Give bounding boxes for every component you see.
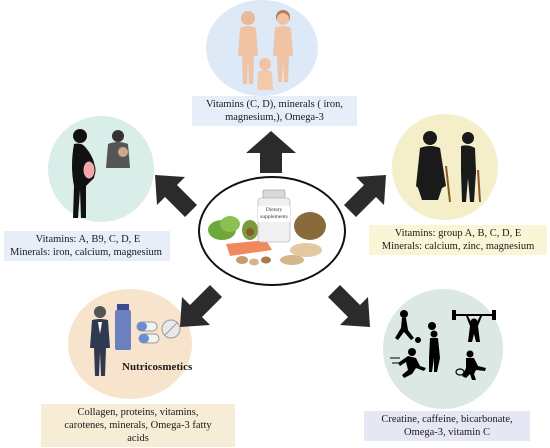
elderly-couple-silhouette <box>416 131 481 203</box>
elderly-label-line-1: Vitamins: group A, B, C, D, E <box>394 228 522 239</box>
family-illustration <box>238 10 293 90</box>
nutricosmetics-title: Nutricosmetics <box>122 361 193 373</box>
supplement-bottle-and-pills <box>115 304 181 350</box>
mother-baby-silhouette <box>106 130 130 168</box>
nutricosmetics-label-line-2: carotenes, minerals, Omega-3 fatty <box>64 420 212 431</box>
nutricosmetics-label: Collagen, proteins, vitamins, carotenes,… <box>41 404 235 447</box>
arrow-up <box>246 131 296 173</box>
dietary-supplements-illustration <box>208 189 326 266</box>
children-label-line-1: Vitamins (C, D), minerals ( iron, <box>205 99 343 110</box>
athletes-circle <box>383 289 503 409</box>
arrow-down-right <box>328 285 370 327</box>
pregnancy-label: Vitamins: A, B9, C, D, E Minerals: iron,… <box>4 231 170 261</box>
bottle-label-line-2: supplements <box>260 213 288 220</box>
nutricosmetics-label-line-1: Collagen, proteins, vitamins, <box>77 407 199 418</box>
pregnancy-circle <box>48 116 154 222</box>
children-label: Vitamins (C, D), minerals ( iron, magnes… <box>192 96 357 126</box>
elderly-circle <box>392 114 498 220</box>
nutricosmetics-label-line-3: acids <box>127 433 149 444</box>
elderly-label: Vitamins: group A, B, C, D, E Minerals: … <box>369 225 547 255</box>
athletes-label-line-2: Omega-3, vitamin C <box>403 427 491 438</box>
bottle-label-line-1: Dietary <box>265 207 283 213</box>
pregnancy-label-line-2: Minerals: iron, calcium, magnesium <box>10 247 162 258</box>
pregnancy-label-line-1: Vitamins: A, B9, C, D, E <box>35 234 141 245</box>
bottle-label: Dietary supplements <box>259 207 289 220</box>
arrow-down-left <box>180 285 222 327</box>
arrow-up-left <box>155 175 197 217</box>
children-label-line-2: magnesium,), Omega-3 <box>225 112 324 123</box>
pregnant-woman-silhouette <box>72 129 96 218</box>
athletes-silhouettes <box>390 310 496 380</box>
athletes-label: Creatine, caffeine, bicarbonate, Omega-3… <box>364 411 530 441</box>
elderly-label-line-2: Minerals: calcium, zinc, magnesium <box>381 241 535 252</box>
arrow-up-right <box>344 175 386 217</box>
woman-in-suit-silhouette <box>90 306 110 376</box>
athletes-label-line-1: Creatine, caffeine, bicarbonate, <box>381 414 513 425</box>
